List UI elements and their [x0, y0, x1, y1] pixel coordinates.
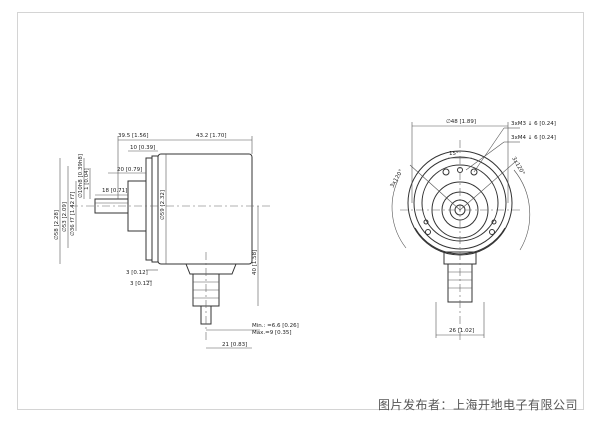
- side-view: 39.5 [1.56] 43.2 [1.70] 10 [0.39] 20 [0.…: [54, 133, 299, 349]
- flange-ring: [151, 155, 159, 263]
- dim-20: 20 [0.79]: [117, 167, 142, 173]
- dim-58: ∅58 [2.28]: [54, 210, 60, 240]
- drawing-frame: [17, 12, 584, 410]
- cable-gland-top: [185, 263, 237, 275]
- dim-120a: 3x120°: [390, 168, 405, 189]
- dim-120b: 3x120°: [510, 156, 525, 177]
- dim-3b: 3 [0.12]: [130, 281, 152, 287]
- mounting-hole: [489, 229, 495, 235]
- mount-circle: [413, 156, 507, 250]
- dim-min: Min.: =6.6 [0.26]: [252, 323, 299, 329]
- front-view: ∅48 [1.89] 3xM3 ↓ 6 [0.24] 3xM4 ↓ 6 [0.2…: [390, 119, 556, 340]
- dim-10-shaft: ∅10h8 [0.39h8]: [78, 154, 84, 198]
- dim-15: 15°: [449, 151, 459, 157]
- flange-plate: [145, 157, 153, 261]
- dim-53: ∅53 [2.09]: [62, 202, 68, 232]
- encoder-housing: [157, 153, 253, 265]
- dim-10: 10 [0.39]: [130, 145, 155, 151]
- dim-m4: 3xM4 ↓ 6 [0.24]: [511, 134, 556, 141]
- mounting-hole: [423, 219, 429, 225]
- mounting-hole: [425, 229, 431, 235]
- dim-48: ∅48 [1.89]: [446, 119, 476, 125]
- dim-26: 26 [1.02]: [449, 328, 474, 334]
- watermark-caption: 图片发布者：上海开地电子有限公司: [377, 398, 578, 412]
- shaft: [94, 198, 129, 214]
- dim-m3: 3xM3 ↓ 6 [0.24]: [511, 120, 556, 127]
- mounting-hole: [442, 168, 450, 176]
- dim-43-2: 43.2 [1.70]: [196, 133, 227, 139]
- mounting-hole: [470, 168, 478, 176]
- dim-18: 18 [0.71]: [102, 188, 127, 194]
- dim-59: ∅59 [2.32]: [160, 190, 166, 220]
- dim-36: ∅36 f7 [1.42 f7]: [70, 192, 76, 236]
- dim-max: Max.=9 [0.35]: [252, 330, 292, 336]
- dim-21: 21 [0.83]: [222, 342, 247, 348]
- dim-3a: 3 [0.12]: [126, 270, 148, 276]
- dim-40: 40 [1.58]: [252, 250, 258, 275]
- dim-39-5: 39.5 [1.56]: [118, 133, 149, 139]
- dim-1: 1 [0.04]: [84, 168, 90, 190]
- mounting-hole: [491, 219, 497, 225]
